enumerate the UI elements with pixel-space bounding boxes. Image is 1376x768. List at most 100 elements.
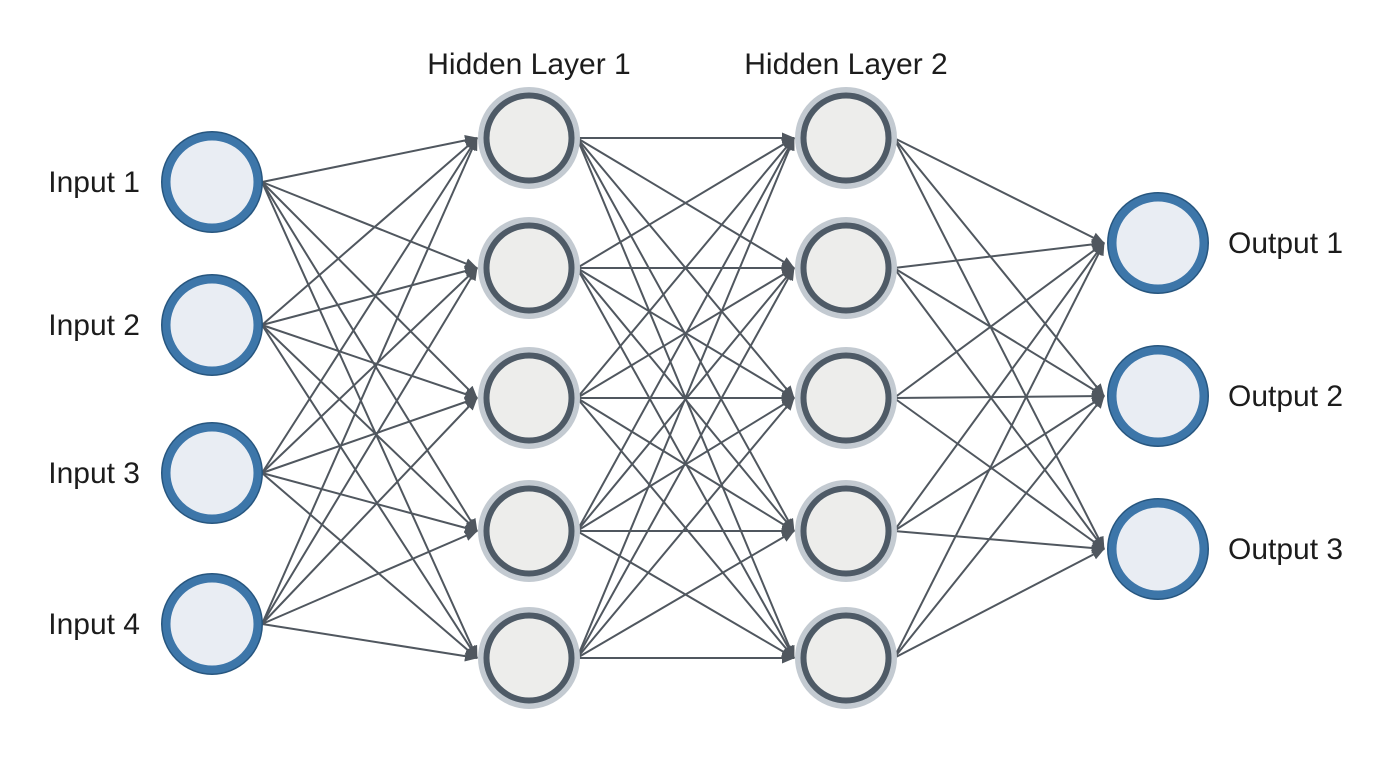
hidden1-node-5 [478, 607, 580, 709]
hidden2-node-3-body [795, 347, 897, 449]
layer-outputs: Output 1 Output 2 Output 3 [1107, 192, 1343, 600]
edge-inputs-3-hidden1-4 [261, 472, 478, 534]
edge-hidden2-3-outputs-1 [893, 242, 1105, 399]
edge-hidden1-5-hidden2-2 [576, 267, 795, 659]
edge-inputs-2-hidden1-1 [261, 137, 478, 326]
edge-hidden1-5-hidden2-4 [576, 530, 795, 659]
hidden2-node-3-ring [800, 352, 892, 444]
hidden1-node-2 [478, 217, 580, 319]
edge-inputs-4-hidden1-1 [261, 137, 478, 625]
hidden2-node-4 [795, 480, 897, 582]
edge-hidden2-2-outputs-3 [893, 267, 1105, 550]
edge-inputs-3-hidden1-1 [261, 137, 478, 474]
hidden2-node-5 [795, 607, 897, 709]
edge-hidden2-3-outputs-2 [893, 390, 1105, 402]
edge-inputs-1-hidden1-5 [261, 181, 478, 659]
outputs-node-3-ring [1108, 499, 1208, 599]
edge-inputs-1-hidden1-1 [261, 135, 478, 183]
inputs-node-3-body [161, 422, 263, 524]
edge-hidden2-5-outputs-1 [893, 242, 1105, 659]
edge-hidden2-3-outputs-3 [893, 397, 1105, 550]
edge-hidden1-5-hidden2-1 [576, 137, 795, 659]
inputs-node-4-ring [162, 574, 262, 674]
hidden2-node-2 [795, 217, 897, 319]
edge-hidden2-5-outputs-3 [893, 548, 1105, 659]
edge-hidden1-2-hidden2-1 [576, 137, 795, 269]
edge-hidden2-2-outputs-1 [893, 238, 1105, 269]
hidden2-node-5-ring [800, 612, 892, 704]
edge-hidden2-4-outputs-3 [893, 530, 1105, 554]
edge-inputs-2-hidden1-3 [261, 324, 478, 400]
inputs-node-4: Input 4 [48, 573, 263, 675]
edge-hidden2-5-outputs-2 [893, 395, 1105, 659]
edge-inputs-4-hidden1-3 [261, 397, 478, 625]
hidden1-node-3-body [478, 347, 580, 449]
edge-inputs-2-hidden1-2 [261, 265, 478, 326]
edges-layer [261, 132, 1105, 664]
outputs-node-1-body [1107, 192, 1209, 294]
outputs-node-1: Output 1 [1107, 192, 1343, 294]
inputs-label-1: Input 1 [48, 166, 140, 199]
inputs-label-2: Input 2 [48, 309, 140, 342]
edge-hidden2-4-outputs-2 [893, 395, 1105, 532]
hidden1-node-4-ring [483, 485, 575, 577]
hidden1-node-1-body [478, 87, 580, 189]
hidden1-node-4-body [478, 480, 580, 582]
layer-inputs: Input 1 Input 2 Input 3 Input 4 [48, 131, 263, 675]
hidden1-node-1-ring [483, 92, 575, 184]
inputs-label-3: Input 3 [48, 457, 140, 490]
hidden2-node-5-body [795, 607, 897, 709]
inputs-node-3-ring [162, 423, 262, 523]
hidden2-node-2-ring [800, 222, 892, 314]
edge-hidden2-1-outputs-2 [893, 137, 1105, 397]
hidden1-node-3-ring [483, 352, 575, 444]
outputs-node-2-body [1107, 345, 1209, 447]
edge-inputs-3-hidden1-5 [261, 472, 478, 659]
layer-hidden1: Hidden Layer 1 [427, 48, 631, 709]
inputs-node-1-ring [162, 132, 262, 232]
inputs-node-3: Input 3 [48, 422, 263, 524]
edge-inputs-1-hidden1-2 [261, 181, 478, 269]
hidden2-node-1-ring [800, 92, 892, 184]
outputs-label-1: Output 1 [1228, 227, 1343, 260]
edge-inputs-2-hidden1-4 [261, 324, 478, 532]
layer-hidden2: Hidden Layer 2 [744, 48, 948, 709]
hidden1-node-5-ring [483, 612, 575, 704]
hidden2-node-2-body [795, 217, 897, 319]
inputs-node-2-ring [162, 275, 262, 375]
hidden2-node-4-body [795, 480, 897, 582]
inputs-node-2: Input 2 [48, 274, 263, 376]
inputs-node-4-body [161, 573, 263, 675]
edge-inputs-4-hidden1-5 [261, 623, 478, 662]
edge-hidden1-5-hidden2-3 [576, 397, 795, 659]
hidden2-title: Hidden Layer 2 [744, 48, 947, 81]
edge-hidden1-3-hidden2-1 [576, 137, 795, 399]
hidden1-node-5-body [478, 607, 580, 709]
outputs-node-2-ring [1108, 346, 1208, 446]
inputs-label-4: Input 4 [48, 608, 140, 641]
edge-inputs-1-hidden1-3 [261, 181, 478, 399]
outputs-node-2: Output 2 [1107, 345, 1343, 447]
inputs-node-1-body [161, 131, 263, 233]
outputs-label-3: Output 3 [1228, 533, 1343, 566]
edge-hidden2-1-outputs-1 [893, 137, 1105, 244]
edge-inputs-4-hidden1-2 [261, 267, 478, 625]
edge-inputs-1-hidden1-4 [261, 181, 478, 532]
edge-hidden1-4-hidden2-1 [576, 137, 795, 532]
edge-inputs-4-hidden1-4 [261, 530, 478, 625]
outputs-label-2: Output 2 [1228, 380, 1343, 413]
outputs-node-3-body [1107, 498, 1209, 600]
outputs-node-3: Output 3 [1107, 498, 1343, 600]
hidden1-node-4 [478, 480, 580, 582]
inputs-node-2-body [161, 274, 263, 376]
edge-inputs-2-hidden1-5 [261, 324, 478, 659]
hidden1-title: Hidden Layer 1 [427, 48, 630, 81]
edge-hidden2-4-outputs-1 [893, 242, 1105, 532]
hidden2-node-3 [795, 347, 897, 449]
hidden2-node-1-body [795, 87, 897, 189]
hidden1-node-2-body [478, 217, 580, 319]
hidden1-node-1 [478, 87, 580, 189]
hidden2-node-1 [795, 87, 897, 189]
